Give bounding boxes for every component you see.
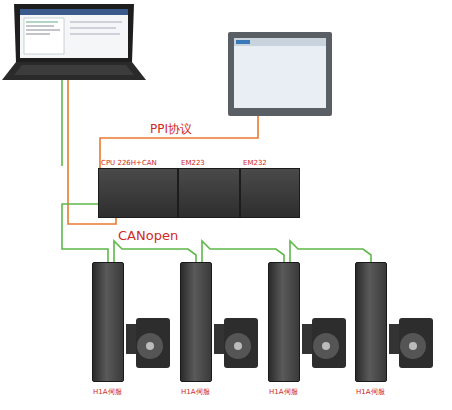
module-label: EM223 [181, 159, 205, 167]
servo-drive: H1A伺服 [92, 262, 124, 382]
module-label: EM232 [243, 159, 267, 167]
canopen-cable [202, 241, 284, 262]
drive-label: H1A伺服 [356, 387, 385, 397]
servo-drive: H1A伺服 [180, 262, 212, 382]
canopen-cable [114, 241, 196, 262]
protocol-label: PPI协议 [150, 121, 192, 138]
hmi-panel [228, 32, 332, 116]
drive-label: H1A伺服 [269, 387, 298, 397]
drive-label: H1A伺服 [93, 387, 122, 397]
laptop [2, 4, 146, 80]
canopen-cable [290, 241, 371, 262]
can-wire [61, 80, 63, 166]
plc-module: EM232 [240, 168, 300, 218]
plc-module: EM223 [178, 168, 240, 218]
module-label: CPU 226H+CAN [101, 159, 157, 167]
plc-module: CPU 226H+CAN [98, 168, 178, 218]
bus-label: CANopen [118, 228, 178, 243]
servo-drive: H1A伺服 [268, 262, 300, 382]
servo-drive: H1A伺服 [355, 262, 387, 382]
canopen-cable [62, 204, 108, 262]
drive-label: H1A伺服 [181, 387, 210, 397]
